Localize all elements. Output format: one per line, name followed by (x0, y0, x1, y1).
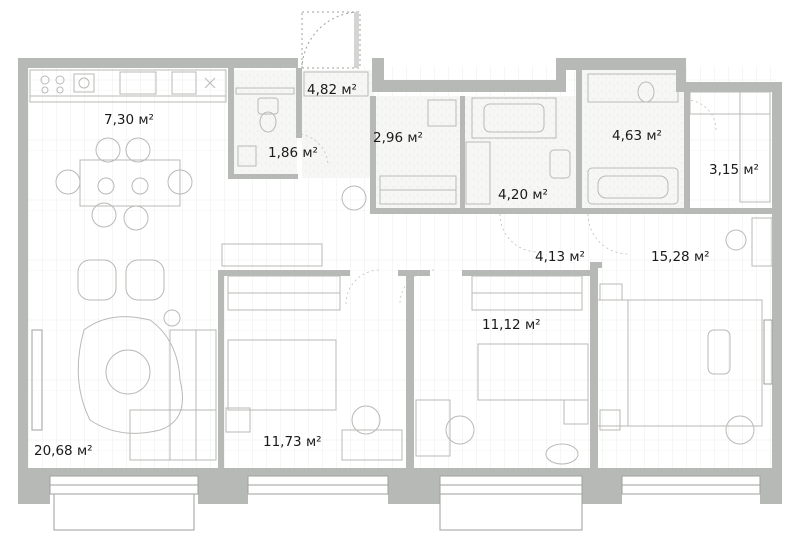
wall-bed2-top (398, 270, 430, 276)
balcony-living (53, 493, 195, 531)
wall-top-right-step (676, 58, 686, 90)
wall-wardrobe-bottom (370, 208, 580, 214)
kitchen-counter (29, 69, 227, 103)
balcony-bed2 (439, 493, 583, 531)
rug (77, 316, 183, 434)
door-swings (295, 99, 717, 305)
wall-right (772, 82, 782, 476)
coffee-table (105, 349, 151, 395)
room-area-wc: 1,86 м² (268, 145, 318, 161)
room-area-living-room: 20,68 м² (34, 443, 93, 459)
wall-bed1-left (218, 270, 224, 470)
toilet-middle (549, 149, 571, 179)
room-area-bathroom-right: 4,63 м² (612, 128, 662, 144)
bathtub-right (587, 167, 679, 205)
window-master-side (763, 319, 773, 385)
wall-left (18, 58, 28, 476)
room-area-bedroom-left: 11,73 м² (263, 434, 322, 450)
window-kitchen-side (31, 329, 43, 431)
wall-top-mid (372, 58, 384, 86)
room-area-corridor: 4,13 м² (535, 249, 585, 265)
walls (18, 58, 782, 504)
wall-closet-right-bottom (684, 208, 776, 214)
windows (31, 11, 773, 531)
room-area-labels: 7,30 м² 20,68 м² 1,86 м² 4,82 м² 2,96 м²… (34, 82, 759, 459)
wc-toilet (257, 97, 279, 115)
wall-top-mid2 (372, 80, 556, 92)
entrance-door-leaf (354, 12, 359, 68)
pier-4 (582, 468, 622, 504)
wall-bath-mid (460, 96, 465, 212)
wall-wardrobe-right (684, 88, 690, 214)
room-area-bedroom-master: 15,28 м² (651, 249, 710, 265)
room-area-bathroom-middle: 4,20 м² (498, 187, 548, 203)
pier-2 (198, 468, 248, 504)
floor-wardrobe-small (376, 96, 460, 208)
wall-bath-right-bottom (576, 208, 686, 214)
radiator-bed1 (221, 243, 323, 267)
wall-wardrobe-left (370, 96, 376, 212)
wall-bed1-right (406, 270, 414, 470)
wall-top-right2 (676, 82, 776, 92)
shower-right (587, 73, 679, 103)
wall-bed2-top2 (462, 270, 596, 276)
floor-wc (233, 70, 297, 178)
wall-bed2-right (590, 262, 598, 470)
armchair-right (125, 259, 165, 301)
armchair-left (77, 259, 117, 301)
room-area-wardrobe-right: 3,15 м² (709, 162, 759, 178)
furniture (29, 69, 773, 465)
floor-bathroom-right (582, 70, 686, 208)
bed-middle (477, 343, 589, 401)
wall-bath-right (576, 68, 582, 214)
wall-wc-right (296, 68, 302, 138)
wall-wc-left (228, 68, 234, 178)
room-area-bedroom-middle: 11,12 м² (482, 317, 541, 333)
pier-5 (760, 468, 782, 504)
wall-step-small (556, 58, 566, 92)
bathtub-middle (471, 97, 557, 139)
room-area-wardrobe-small: 2,96 м² (373, 130, 423, 146)
entrance-door-frame (301, 11, 361, 69)
floor-entrance (302, 70, 374, 178)
wall-top-left (18, 58, 298, 68)
pier-3 (388, 468, 440, 504)
pier-1 (18, 468, 50, 504)
wall-top-right (556, 58, 686, 70)
wall-wc-bottom (228, 174, 298, 179)
room-area-entrance-hall: 4,82 м² (307, 82, 357, 98)
floor-bathroom-middle (464, 96, 578, 208)
wall-bed1-top (218, 270, 350, 276)
wall-master-top (590, 262, 602, 268)
room-area-kitchen: 7,30 м² (104, 112, 154, 128)
entrance-door-swing (301, 11, 361, 69)
bed-left (227, 339, 337, 411)
